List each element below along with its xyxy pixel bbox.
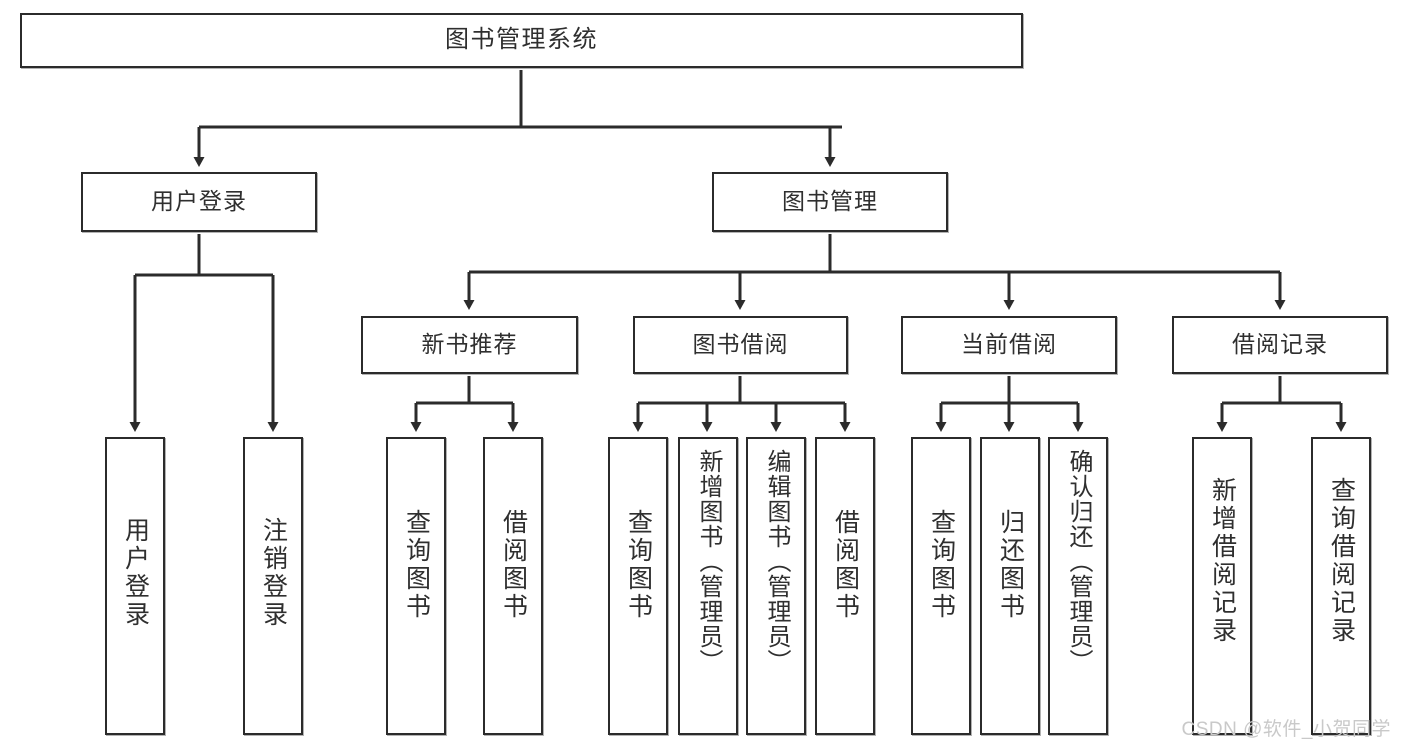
- node-book-borrow[interactable]: 图书借阅: [633, 316, 848, 374]
- leaf-new-book-borrow-books[interactable]: 借阅图书: [483, 437, 543, 735]
- node-label: 图书借阅: [692, 331, 789, 358]
- leaf-user-login-login[interactable]: 用户登录: [105, 437, 165, 735]
- node-label: 借阅记录: [1232, 331, 1328, 358]
- leaf-book-borrow-edit-book-admin[interactable]: 编辑图书（管理员）: [746, 437, 806, 735]
- node-root-book-management-system[interactable]: 图书管理系统: [20, 13, 1023, 68]
- node-label: 新增图书（管理员）: [695, 449, 722, 674]
- leaf-book-borrow-add-book-admin[interactable]: 新增图书（管理员）: [678, 437, 738, 735]
- leaf-current-borrow-query-books[interactable]: 查询图书: [911, 437, 971, 735]
- node-label: 借阅图书: [831, 509, 860, 621]
- node-label: 注销登录: [259, 517, 288, 629]
- node-book-management[interactable]: 图书管理: [712, 172, 948, 232]
- node-label: 查询图书: [402, 509, 431, 621]
- leaf-user-login-logout[interactable]: 注销登录: [243, 437, 303, 735]
- node-label: 用户登录: [151, 188, 247, 215]
- leaf-current-borrow-confirm-return-admin[interactable]: 确认归还（管理员）: [1048, 437, 1108, 735]
- node-new-book-recommend[interactable]: 新书推荐: [361, 316, 578, 374]
- leaf-new-book-query-books[interactable]: 查询图书: [386, 437, 446, 735]
- node-label: 新增借阅记录: [1208, 477, 1237, 645]
- node-label: 用户登录: [121, 517, 150, 629]
- leaf-current-borrow-return-books[interactable]: 归还图书: [980, 437, 1040, 735]
- node-borrow-record[interactable]: 借阅记录: [1172, 316, 1388, 374]
- leaf-book-borrow-borrow-books[interactable]: 借阅图书: [815, 437, 875, 735]
- watermark: CSDN @软件_小贺同学: [1181, 719, 1391, 740]
- node-label: 编辑图书（管理员）: [763, 449, 790, 674]
- node-user-login[interactable]: 用户登录: [81, 172, 317, 232]
- node-label: 图书管理: [782, 188, 878, 215]
- node-label: 图书管理系统: [445, 26, 598, 54]
- node-label: 查询图书: [927, 509, 956, 621]
- node-label: 查询借阅记录: [1327, 477, 1356, 645]
- leaf-borrow-record-add-record[interactable]: 新增借阅记录: [1192, 437, 1252, 735]
- node-label: 确认归还（管理员）: [1065, 449, 1092, 674]
- node-label: 归还图书: [996, 509, 1025, 621]
- leaf-borrow-record-query-record[interactable]: 查询借阅记录: [1311, 437, 1371, 735]
- leaf-book-borrow-query-books[interactable]: 查询图书: [608, 437, 668, 735]
- node-label: 新书推荐: [421, 331, 518, 358]
- node-label: 当前借阅: [961, 331, 1057, 358]
- node-label: 借阅图书: [499, 509, 528, 621]
- node-label: 查询图书: [624, 509, 653, 621]
- node-current-borrow[interactable]: 当前借阅: [901, 316, 1117, 374]
